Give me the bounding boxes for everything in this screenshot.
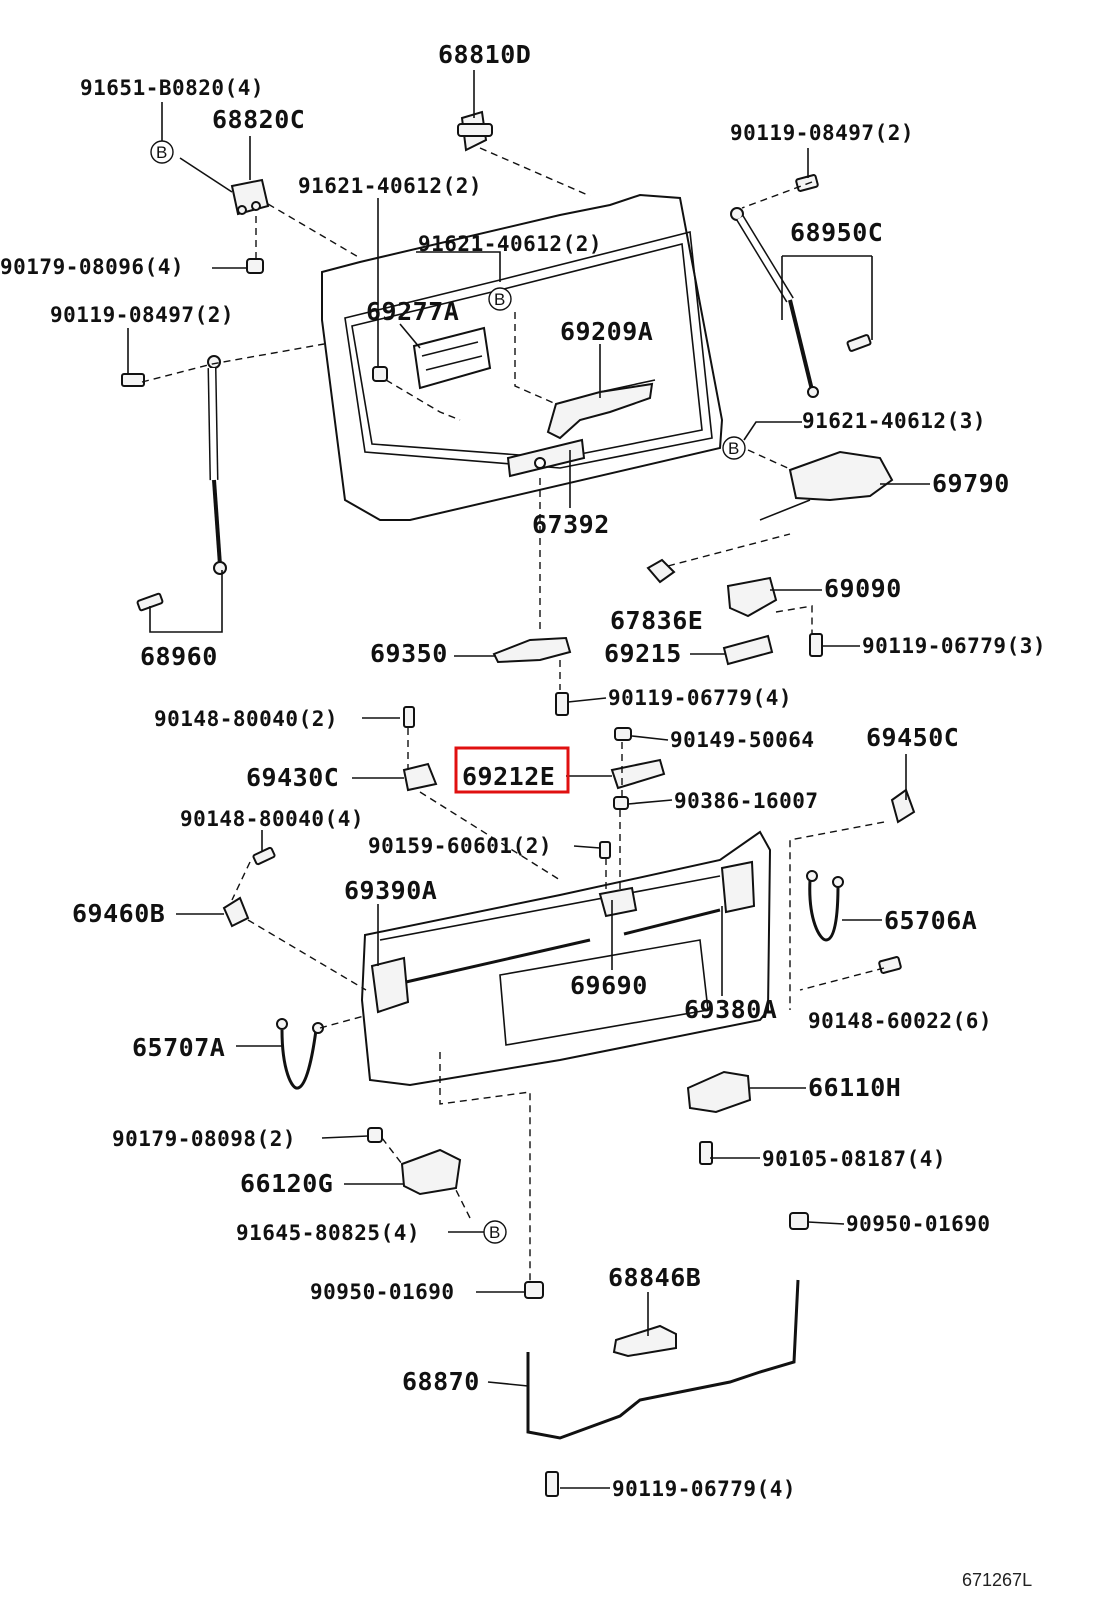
label-90950-01690-l[interactable]: 90950-01690 [310,1280,455,1304]
parts-lower [222,896,800,1440]
label-69390A[interactable]: 69390A [344,876,437,905]
label-69690[interactable]: 69690 [570,971,648,1000]
label-69790[interactable]: 69790 [932,469,1010,498]
handle-67392 [506,438,586,478]
figure-ref: 671267L [962,1570,1032,1590]
label-67392[interactable]: 67392 [532,510,610,539]
label-65707A[interactable]: 65707A [132,1033,225,1062]
label-90148-60022[interactable]: 90148-60022(6) [808,1009,992,1033]
label-69215[interactable]: 69215 [604,639,682,668]
label-90179-08098[interactable]: 90179-08098(2) [112,1127,296,1151]
svg-text:B: B [489,1223,500,1242]
label-90119-08497-top[interactable]: 90119-08497(2) [730,121,914,145]
label-68960[interactable]: 68960 [140,642,218,671]
leader-lines [127,70,930,1489]
b-marker-2: B [488,287,512,311]
parts-mid [402,758,916,824]
label-69350[interactable]: 69350 [370,639,448,668]
label-90105-08187[interactable]: 90105-08187(4) [762,1147,946,1171]
label-68870[interactable]: 68870 [402,1367,480,1396]
label-91621-40612-b[interactable]: 91621-40612(2) [418,232,602,256]
label-90386-16007[interactable]: 90386-16007 [674,789,819,813]
label-69212E[interactable]: 69212E [462,762,555,791]
label-69277A[interactable]: 69277A [366,297,459,326]
bolt-group [121,174,902,1497]
label-67836E[interactable]: 67836E [610,606,703,635]
label-90119-06779-3[interactable]: 90119-06779(3) [862,634,1046,658]
hinge-68810d [457,110,493,152]
lamp-69277a [412,326,492,390]
label-90119-06779-4a[interactable]: 90119-06779(4) [608,686,792,710]
lock-69209a [546,379,656,440]
svg-text:B: B [728,439,739,458]
parts-mid-upper [492,558,778,666]
label-69450C[interactable]: 69450C [866,723,959,752]
part-labels: 68810D 91651-B0820(4) 68820C 90119-08497… [0,40,1046,1501]
label-68810D[interactable]: 68810D [438,40,531,69]
label-90148-80040-2[interactable]: 90148-80040(2) [154,707,338,731]
label-90119-06779-4b[interactable]: 90119-06779(4) [612,1477,796,1501]
label-65706A[interactable]: 65706A [884,906,977,935]
svg-text:B: B [156,143,167,162]
label-69209A[interactable]: 69209A [560,317,653,346]
label-69090[interactable]: 69090 [824,574,902,603]
label-69430C[interactable]: 69430C [246,763,339,792]
strut-68960 [207,355,227,575]
label-68820C[interactable]: 68820C [212,105,305,134]
label-91645-80825[interactable]: 91645-80825(4) [236,1221,420,1245]
lower-lock-mechanism [370,860,756,1014]
label-90159-60601[interactable]: 90159-60601(2) [368,834,552,858]
label-90149-50064[interactable]: 90149-50064 [670,728,815,752]
assembly-lines [141,147,885,1282]
label-90119-08497-left[interactable]: 90119-08497(2) [50,303,234,327]
b-marker-4: B [483,1220,507,1244]
label-90148-80040-4[interactable]: 90148-80040(4) [180,807,364,831]
label-69460B[interactable]: 69460B [72,899,165,928]
cables [276,870,844,1090]
b-marker-3: B [722,436,746,460]
label-68846B[interactable]: 68846B [608,1263,701,1292]
svg-text:B: B [494,290,505,309]
label-90179-08096[interactable]: 90179-08096(4) [0,255,184,279]
label-69380A[interactable]: 69380A [684,995,777,1024]
b-marker-1: B [150,140,174,164]
latch-69790 [759,450,894,521]
label-91621-40612-c[interactable]: 91621-40612(3) [802,409,986,433]
lower-back-door [360,830,772,1087]
label-66110H[interactable]: 66110H [808,1073,901,1102]
label-90950-01690-r[interactable]: 90950-01690 [846,1212,991,1236]
label-91621-40612-a[interactable]: 91621-40612(2) [298,174,482,198]
highlight-box [454,746,570,794]
label-68950C[interactable]: 68950C [790,218,883,247]
label-91651-B0820[interactable]: 91651-B0820(4) [80,76,264,100]
label-66120G[interactable]: 66120G [240,1169,333,1198]
upper-back-door [321,193,724,521]
hinge-68820c [230,178,270,216]
